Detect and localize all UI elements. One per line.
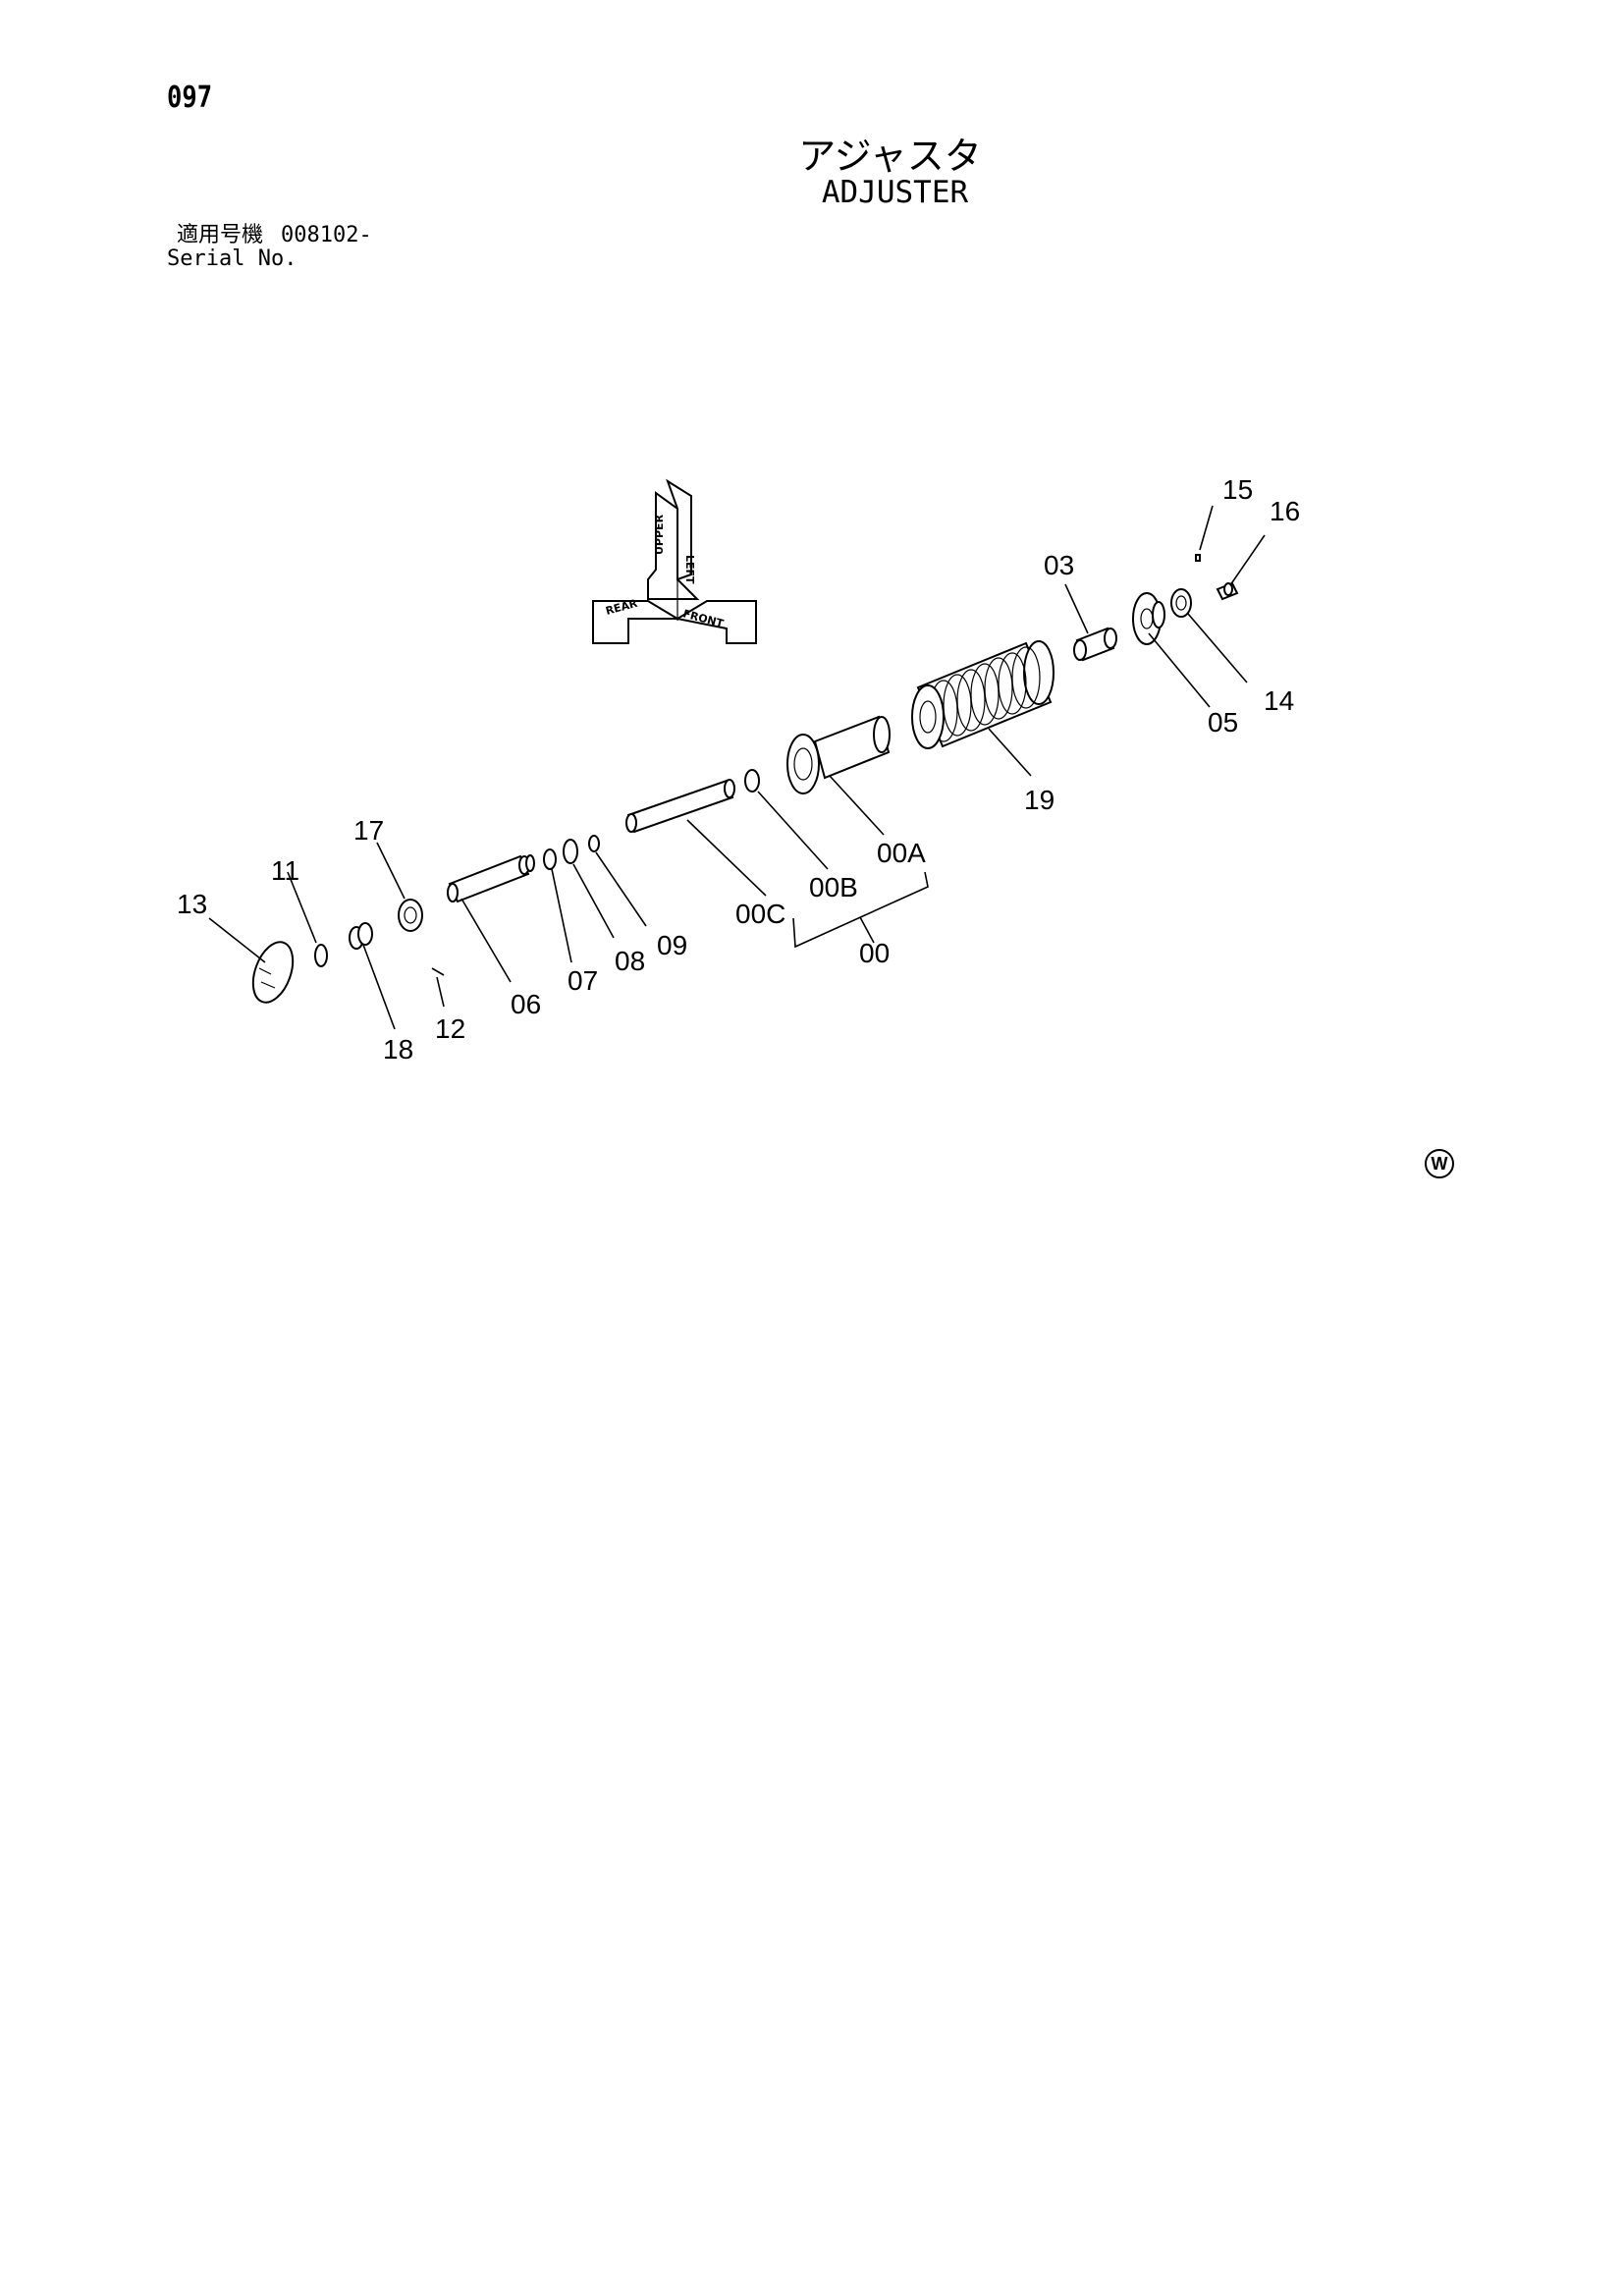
serial-block: 適用号機 008102- Serial No. [167, 224, 372, 271]
callout-06: 06 [511, 989, 541, 1019]
callout-12: 12 [435, 1013, 465, 1044]
part-08-ring [563, 839, 578, 864]
copyright-w-mark: W [1425, 1149, 1454, 1178]
title-japanese: アジャスタ [798, 135, 982, 178]
callout-00: 00 [859, 938, 890, 968]
part-15-fitting [1195, 554, 1201, 562]
part-00C-piston-rod [625, 779, 735, 834]
leader-lines [208, 505, 1266, 1030]
part-12-pin [431, 967, 445, 976]
callout-03: 03 [1044, 550, 1074, 580]
callout-00C: 00C [735, 899, 785, 929]
part-13-cover [251, 941, 295, 1004]
part-06-rod [447, 854, 535, 903]
serial-row-jp: 適用号機 008102- [167, 224, 372, 247]
part-00A-cylinder [786, 715, 891, 794]
callout-09: 09 [657, 930, 687, 960]
callout-18: 18 [383, 1034, 413, 1065]
serial-label-en: Serial No. [167, 246, 298, 271]
part-09-ring [588, 835, 600, 852]
part-18-bushing [349, 922, 373, 950]
part-05-bracket [1132, 592, 1165, 645]
part-17-nut [398, 899, 423, 932]
serial-label-jp: 適用号機 [177, 223, 264, 247]
callout-00A: 00A [877, 838, 926, 868]
arrow-label-up-left: UPPER [653, 514, 666, 555]
callout-16: 16 [1270, 496, 1300, 526]
title-english: ADJUSTER [821, 175, 969, 210]
part-19-spring [911, 640, 1055, 749]
callout-07: 07 [568, 965, 598, 996]
arrow-label-up-right: LEFT [683, 555, 696, 584]
callout-08: 08 [615, 946, 645, 976]
page-number: 097 [167, 81, 213, 115]
callout-00B: 00B [809, 872, 858, 902]
callout-05: 05 [1208, 707, 1238, 738]
orientation-arrows-icon: UPPER LEFT REAR FRONT [592, 478, 757, 644]
part-16-valve [1216, 581, 1239, 601]
part-14-fitting [1170, 588, 1192, 618]
callout-13: 13 [177, 889, 207, 919]
part-00B-ring [744, 769, 760, 793]
callout-14: 14 [1264, 685, 1294, 716]
serial-number: 008102- [281, 223, 372, 247]
callout-15: 15 [1222, 474, 1253, 505]
callout-19: 19 [1024, 785, 1055, 815]
part-07-ring [543, 848, 557, 870]
callout-17: 17 [353, 815, 384, 846]
part-11-ring [314, 944, 328, 967]
part-03-spacer [1073, 627, 1117, 662]
callout-11: 11 [271, 855, 299, 886]
